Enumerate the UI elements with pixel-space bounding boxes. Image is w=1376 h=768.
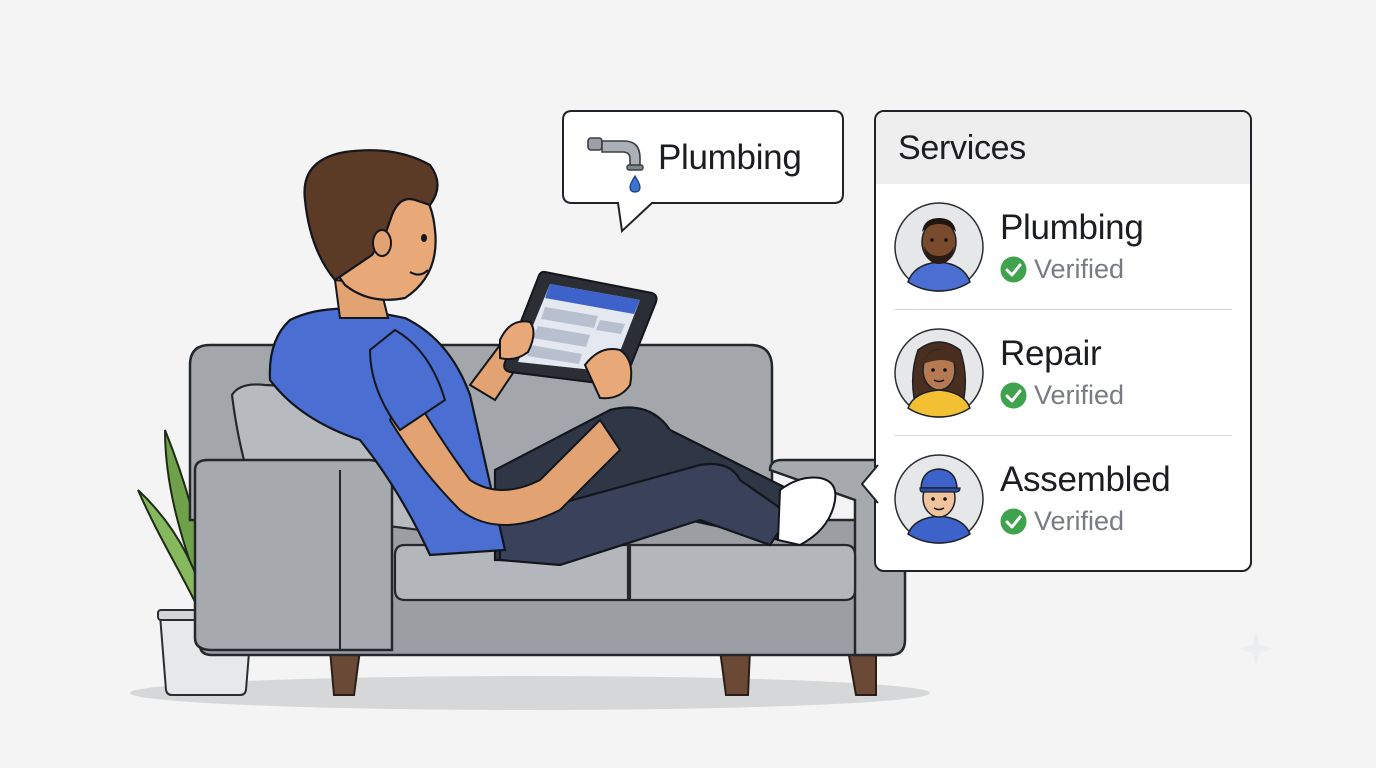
speech-bubble-frame [562, 110, 844, 234]
man-cap-avatar-icon [894, 454, 984, 544]
services-header: Services [876, 112, 1250, 184]
services-panel: Services Plumbing Verified [861, 110, 1252, 572]
service-item-assembled[interactable]: Assembled Verified [894, 435, 1232, 561]
man-beard-avatar-icon [894, 202, 984, 292]
service-item-repair[interactable]: Repair Verified [894, 309, 1232, 435]
verified-status: Verified [1000, 380, 1124, 411]
check-circle-icon [1000, 256, 1027, 283]
right-hand [583, 348, 633, 400]
check-circle-icon [1000, 508, 1027, 535]
floor-shadow [130, 676, 930, 710]
bubble-label: Plumbing [658, 138, 802, 177]
status-text: Verified [1034, 380, 1125, 410]
verified-status: Verified [1000, 506, 1124, 537]
speech-bubble: Plumbing [562, 110, 844, 234]
service-item-plumbing[interactable]: Plumbing Verified [876, 184, 1250, 309]
check-circle-icon [1000, 382, 1027, 409]
service-name: Assembled [1000, 460, 1171, 499]
person-on-sofa [268, 149, 837, 567]
faucet-icon [587, 137, 644, 193]
status-text: Verified [1034, 506, 1125, 536]
woman-avatar-icon [894, 328, 984, 418]
service-name: Repair [1000, 334, 1102, 373]
verified-status: Verified [1000, 254, 1124, 285]
services-title: Services [898, 128, 1026, 167]
service-name: Plumbing [1000, 208, 1144, 247]
sparkle-icon [1239, 632, 1273, 666]
panel-pointer [861, 464, 889, 504]
status-text: Verified [1034, 254, 1125, 284]
left-hand [499, 320, 535, 361]
